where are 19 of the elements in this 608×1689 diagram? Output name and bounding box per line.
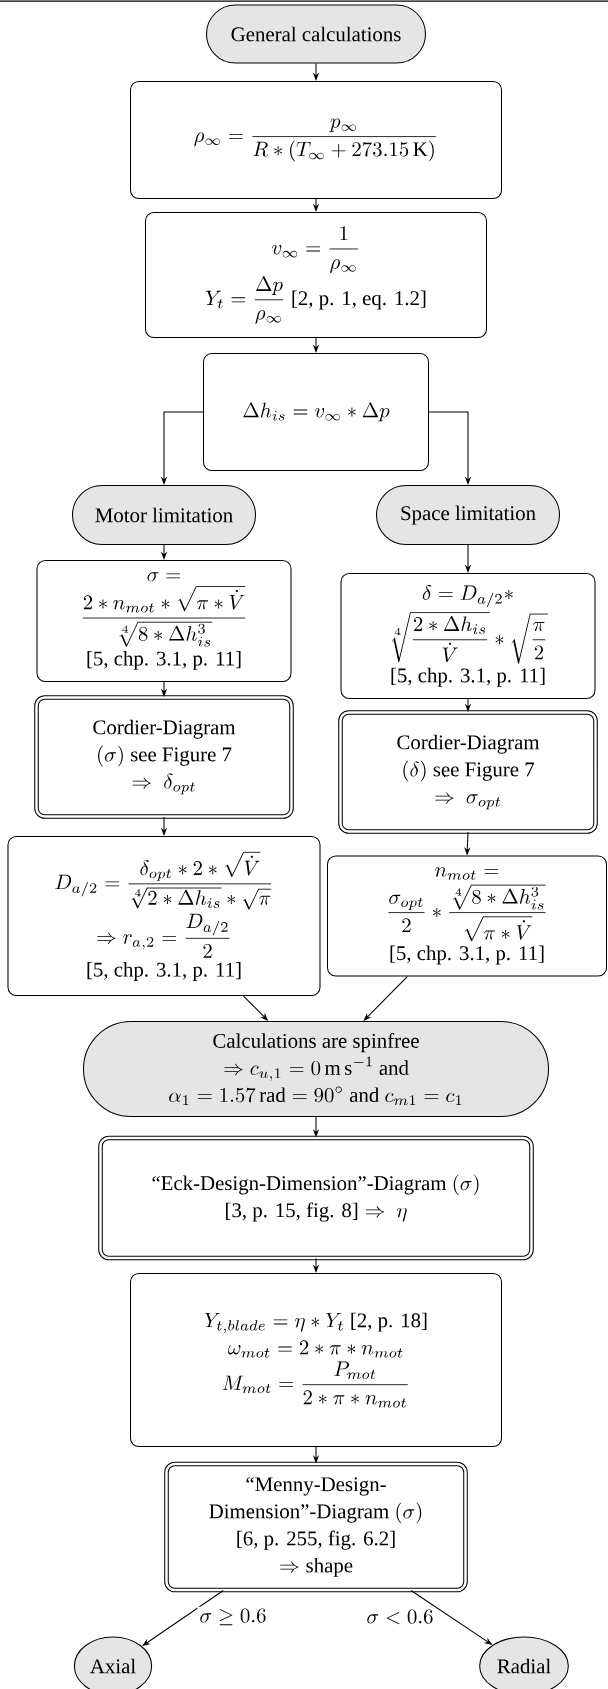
double-box: Cordier-Diagram $(\sigma)\ \text{see Figure 7}$ $\Rightarrow\ \delta_{opt}$: [34, 695, 294, 819]
process-box: $D_{a/2} = \frac{\delta_{opt} * 2 * \sqrt{\dot{V}}}{\sqrt[4]{2 * \Delta h_{is}} * \sqrt{\pi}}$ $\Rightarrow r_{a,2} = \frac{D_{a/2}}{2}$ [5, chp. 3.1, p. 11]: [7, 836, 321, 997]
terminal-box: Space limitation: [376, 485, 560, 545]
process-box: $\rho_\infty = \frac{p_\infty}{R * (T_\infty + 273.15\,\mathrm{K})}$: [130, 81, 503, 200]
edge-label: $\sigma < 0.6$: [364, 1607, 436, 1627]
terminal-box: Motor limitation: [72, 485, 256, 545]
terminal-box: Calculations are spinfree $\Rightarrow c_{u,1} = 0\,\mathrm{m\,s^{-1}}\ \text{and}$ $\alpha_1 = 1.57\,\mathrm{rad} = 90^\circ\ \text{and}\ c_{m1} = c_1$: [83, 1021, 549, 1118]
process-box: $n_{mot} =$ $\frac{\sigma_{opt}}{2} * \frac{\sqrt[4]{8 * \Delta h_{is}^3}}{\sqrt{\pi * \dot{V}}}$ [5, chp. 3.1, p. 11]: [327, 855, 608, 977]
process-box: $v_\infty = \frac{1}{\rho_\infty}$ $Y_t = \frac{\Delta p}{\rho_\infty}\ \text{[2, p. 1, eq. 1.2]}$: [145, 212, 487, 338]
arrow: [363, 976, 408, 1021]
double-box: Cordier-Diagram $(\delta)\ \text{see Figure 7}$ $\Rightarrow\ \sigma_{opt}$: [338, 710, 598, 834]
process-box: $\delta = D_{a/2} *$ $\sqrt[4]{\frac{2 * \Delta h_{is}}{\dot{V}}} * \sqrt{\frac{\pi}{2}}$ [5, chp. 3.1, p. 11]: [340, 573, 596, 699]
edge-label: $\sigma \geq 0.6$: [197, 1606, 269, 1628]
process-box: $Y_{t,blade} = \eta * Y_t\ \text{[2, p. 18]}$ $\omega_{mot} = 2 * \pi * n_{mot}$ $M_{mot} = \frac{P_{mot}}{2 * \pi * n_{mot}}$: [130, 1273, 503, 1448]
process-box: $\Delta h_{is} = v_\infty * \Delta p$: [203, 353, 429, 471]
double-box: $\text{“Eck-Design-Dimension”-Diagram}\ (\sigma)$ $\text{[3, p. 15, fig. 8]} \Rightarrow\ \eta$: [98, 1135, 534, 1261]
process-box: $\sigma =$ $\frac{2 * n_{mot} * \sqrt{\pi * \dot{V}}}{\sqrt[4]{8 * \Delta h_{is}^3}}$ [5, chp. 3.1, p. 11]: [36, 560, 292, 682]
double-box: “Menny-Design- $\text{Dimension”-Diagram}\ (\sigma)$ [6, p. 255, fig. 6.2] $\Rightarrow \text{shape}$: [164, 1461, 468, 1593]
terminal-box: General calculations: [206, 4, 426, 64]
